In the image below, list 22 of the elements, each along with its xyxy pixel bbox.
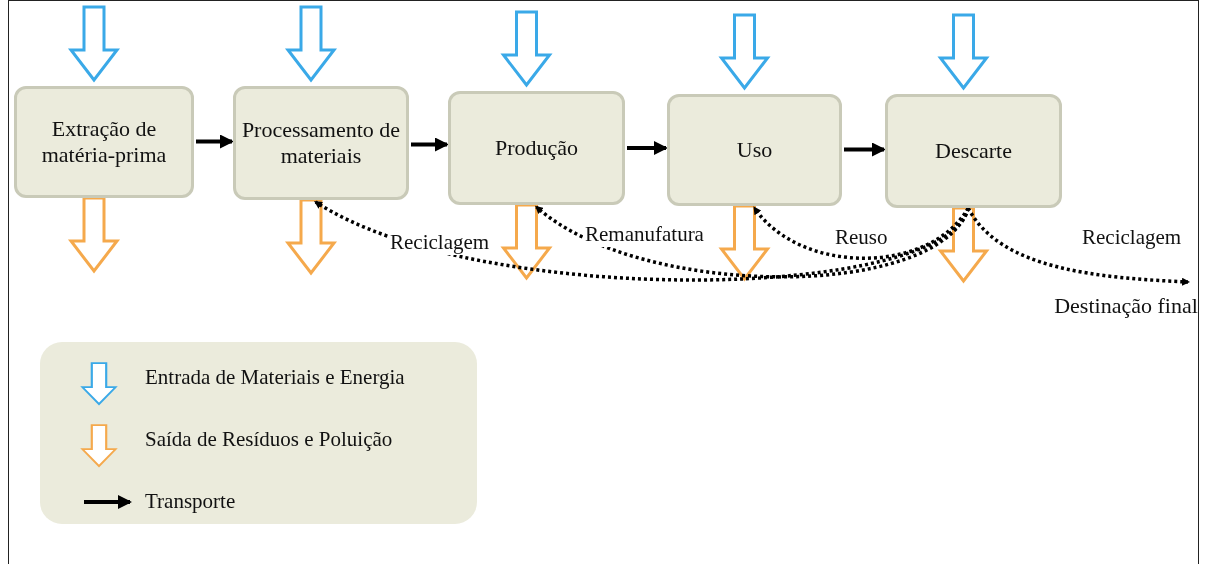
process-label: Produção [494, 134, 579, 162]
arrow [411, 137, 449, 152]
dotted-arrow [313, 200, 970, 282]
end-label: Destinação final [1054, 292, 1198, 320]
arrow [627, 141, 668, 155]
legend-label: Transporte [145, 489, 236, 514]
process-box [233, 86, 409, 200]
process-label: Descarte [935, 137, 1012, 165]
process-box [14, 86, 194, 198]
dotted-arrow [966, 207, 1190, 286]
process-box [448, 91, 625, 205]
legend-label: Saída de Resíduos e Poluição [145, 427, 393, 452]
arrow [844, 142, 886, 157]
dotted-arrow [753, 206, 970, 260]
process-label: Extração de matéria-prima [40, 115, 168, 169]
dotted-arrow [534, 205, 970, 279]
process-label: Uso [736, 136, 773, 164]
process-box [667, 94, 842, 206]
process-label: Processamento de materiais [240, 116, 402, 170]
legend-label: Entrada de Materiais e Energia [145, 365, 405, 390]
process-box [885, 94, 1062, 208]
arrow [196, 134, 234, 149]
